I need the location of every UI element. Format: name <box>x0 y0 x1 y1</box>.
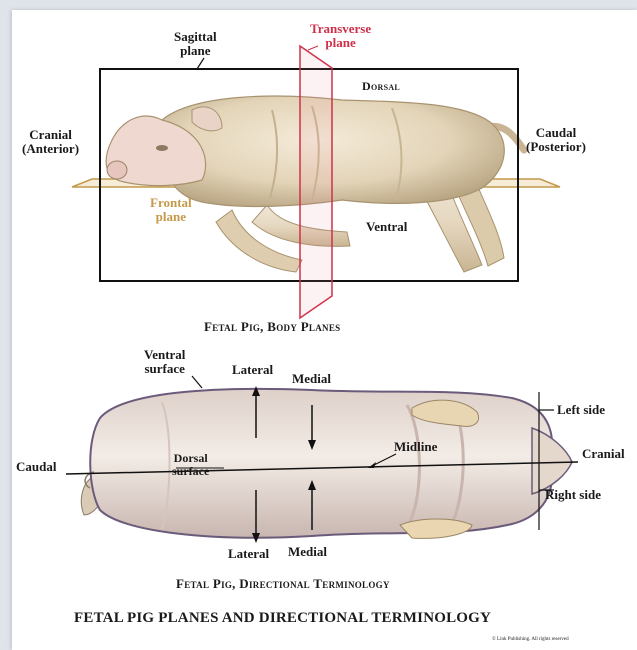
ventral-surface-label: Ventral surface <box>144 348 185 375</box>
lateral-bottom-label: Lateral <box>228 547 269 561</box>
cranial-label: Cranial <box>582 447 625 461</box>
right-side-label: Right side <box>545 488 601 502</box>
top-caption: Fetal Pig, Body Planes <box>204 320 340 334</box>
dorsal-label: Dorsal <box>362 80 400 93</box>
main-title: FETAL PIG PLANES AND DIRECTIONAL TERMINO… <box>74 611 491 627</box>
transverse-plane-label: Transverse plane <box>310 22 371 49</box>
caudal-posterior-label: Caudal (Posterior) <box>526 126 586 153</box>
midline-label: Midline <box>394 440 437 454</box>
lateral-top-label: Lateral <box>232 363 273 377</box>
ventral-label: Ventral <box>366 220 407 234</box>
dorsal-surface-label: Dorsal surface <box>172 452 209 477</box>
copyright-text: © Link Publishing. All rights reserved <box>492 637 569 642</box>
cranial-anterior-label: Cranial (Anterior) <box>22 128 79 155</box>
left-side-label: Left side <box>557 403 605 417</box>
figure-card: Sagittal plane Transverse plane Dorsal C… <box>12 10 637 650</box>
medial-bottom-label: Medial <box>288 545 327 559</box>
bottom-caption: Fetal Pig, Directional Terminology <box>176 577 390 591</box>
sagittal-plane-label: Sagittal plane <box>174 30 217 57</box>
transverse-plane-shape <box>300 46 332 318</box>
medial-top-label: Medial <box>292 372 331 386</box>
caudal-label: Caudal <box>16 460 56 474</box>
frontal-plane-label: Frontal plane <box>150 196 192 223</box>
